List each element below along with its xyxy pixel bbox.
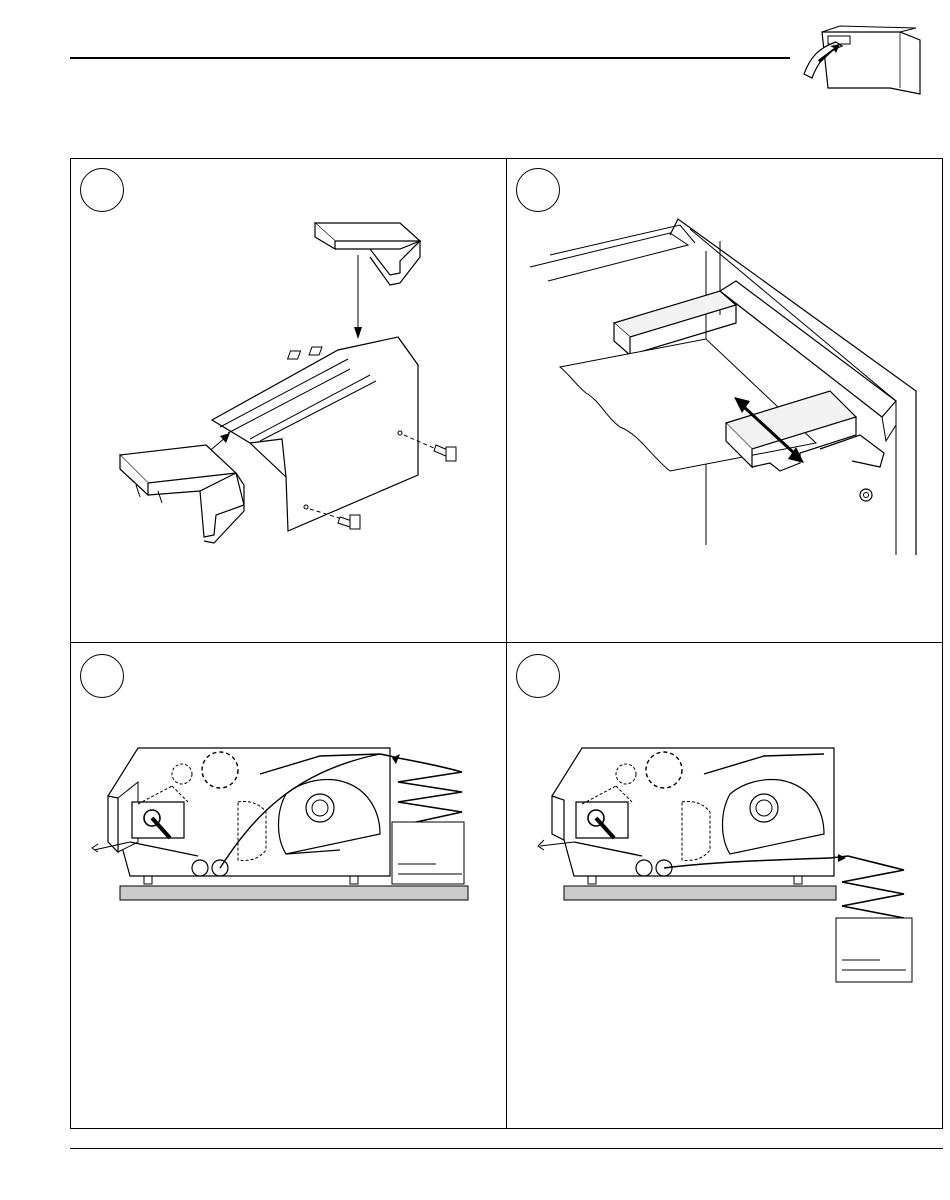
paper-guide-closeup-illustration — [530, 205, 930, 575]
step-circle-1 — [80, 168, 124, 212]
cover-exploded-illustration — [100, 215, 480, 545]
step-circle-4 — [516, 654, 560, 698]
header-rule — [70, 57, 790, 59]
printer-side-view-rear-feed-illustration — [90, 742, 480, 904]
printer-side-view-bottom-feed-illustration — [530, 742, 920, 984]
footer-rule — [70, 1148, 943, 1149]
printer-thumbnail-icon — [800, 18, 940, 98]
step-circle-3 — [80, 654, 124, 698]
